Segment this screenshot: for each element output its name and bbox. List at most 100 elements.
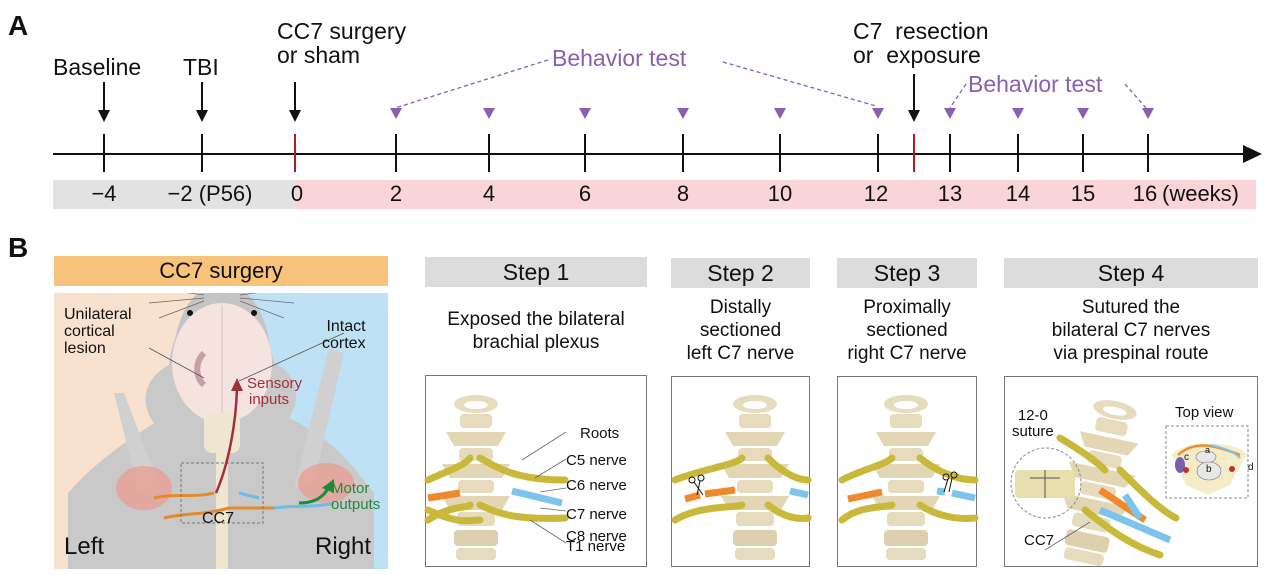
c6-nerve-label: C6 nerve xyxy=(566,477,627,494)
top-view-letter-c: c xyxy=(1184,452,1189,463)
eye-left xyxy=(187,310,193,316)
lesion-label-line: lesion xyxy=(64,340,106,357)
sensory-inputs-label: Sensory inputs xyxy=(247,376,302,408)
sensory-arrow-icon xyxy=(214,387,239,494)
left-side-label: Left xyxy=(64,533,105,560)
panel-b-letter: B xyxy=(8,232,29,263)
top-view-label: Top view xyxy=(1175,404,1234,421)
intact-cortex-label: Intact cortex xyxy=(322,318,366,352)
behavior-test-label-2: Behavior test xyxy=(968,71,1103,97)
desc-line: bilateral C7 nerves xyxy=(1051,320,1211,341)
post-surgery-band xyxy=(296,180,1256,209)
behavior-marker-icon xyxy=(579,108,591,119)
step-1-desc: Exposed the bilateral brachial plexus xyxy=(425,308,647,354)
tick-label: 8 xyxy=(676,181,690,206)
step-2-image xyxy=(671,376,810,567)
left-muscle xyxy=(116,466,172,510)
desc-line: Proximally xyxy=(863,297,951,318)
timeline-ticks xyxy=(103,134,1149,172)
behavior-marker-icon xyxy=(677,108,689,119)
tick-label: 13 xyxy=(937,181,963,206)
eye-right xyxy=(251,310,257,316)
behavior-marker-icon xyxy=(872,108,884,119)
lesion-label: Unilateral cortical lesion xyxy=(64,306,132,357)
event-arrows xyxy=(98,74,920,122)
sensory-label-line: Sensory xyxy=(247,375,303,392)
lesion-label-line: cortical xyxy=(64,323,115,340)
behavior-marker-icon xyxy=(774,108,786,119)
behavior-pointers xyxy=(394,59,1147,109)
desc-line: brachial plexus xyxy=(472,332,600,353)
suture-label: 12-0 suture xyxy=(1012,408,1054,440)
intact-label-line: Intact xyxy=(326,318,366,335)
desc-line: sectioned xyxy=(699,320,782,341)
right-muscle xyxy=(298,463,354,503)
t1-nerve-label-text: T1 nerve xyxy=(566,538,626,555)
step-4-header: Step 4 xyxy=(1004,258,1258,288)
cc7-box xyxy=(180,462,264,524)
cortical-lesion xyxy=(194,350,207,388)
c5-nerve-label: C5 nerve xyxy=(566,452,627,469)
behavior-marker-icon xyxy=(390,108,402,119)
suture-label-line: 12-0 xyxy=(1017,407,1048,424)
behavior-markers xyxy=(390,108,1154,119)
tick-label: 0 xyxy=(290,181,304,206)
intact-label-line: cortex xyxy=(322,335,366,352)
step-3-desc: Proximally sectioned right C7 nerve xyxy=(830,296,984,365)
timeline-svg xyxy=(53,59,1262,172)
step-2-header: Step 2 xyxy=(671,258,810,288)
desc-line: Exposed the bilateral xyxy=(447,309,625,330)
event-c7-label-2: or exposure xyxy=(853,42,981,68)
top-view-letter-b: b xyxy=(1206,464,1212,475)
event-cc7-label-2: or sham xyxy=(277,42,361,68)
top-view-letter-d: d xyxy=(1248,462,1254,473)
desc-line: sectioned xyxy=(866,320,948,341)
baseline-band xyxy=(53,180,296,209)
tick-label: 16 xyxy=(1132,181,1158,206)
behavior-marker-icon xyxy=(1012,108,1024,119)
roots-label: Roots xyxy=(580,425,620,442)
tick-label: 4 xyxy=(482,181,496,206)
weeks-unit-label: (weeks) xyxy=(1162,181,1240,206)
step-3-header: Step 3 xyxy=(837,258,977,288)
desc-line: right C7 nerve xyxy=(847,343,967,364)
event-baseline-label: Baseline xyxy=(53,54,142,80)
motor-outputs-label: Motor outputs xyxy=(331,481,380,513)
desc-line: Distally xyxy=(709,297,772,318)
step-2-desc: Distally sectioned left C7 nerve xyxy=(665,296,816,365)
tick-label: 15 xyxy=(1070,181,1096,206)
c7-nerve-label: C7 nerve xyxy=(566,506,627,523)
lesion-label-line: Unilateral xyxy=(64,306,132,323)
desc-line: Sutured the xyxy=(1081,297,1181,318)
step-1-header: Step 1 xyxy=(425,257,647,287)
tick-label: 12 xyxy=(863,181,889,206)
c8-nerve-label: C8 nerve xyxy=(566,528,627,545)
desc-line: via prespinal route xyxy=(1053,343,1209,364)
motor-label-line: outputs xyxy=(331,496,381,513)
mouse-illustration xyxy=(68,293,374,569)
sensory-label-line: inputs xyxy=(249,391,290,408)
behavior-marker-icon xyxy=(1077,108,1089,119)
cc7-surgery-title: CC7 surgery xyxy=(54,256,388,286)
suture-label-line: suture xyxy=(1012,423,1054,440)
tick-label: 14 xyxy=(1005,181,1031,206)
cc7-step4-label: CC7 xyxy=(1024,532,1055,549)
tick-label: 10 xyxy=(767,181,793,206)
behavior-marker-icon xyxy=(1142,108,1154,119)
tick-label: −4 xyxy=(91,181,117,206)
timeline-arrow-icon xyxy=(1243,145,1262,163)
event-tbi-label: TBI xyxy=(183,54,219,80)
top-view-letter-a: a xyxy=(1205,445,1211,455)
motor-label-line: Motor xyxy=(331,480,370,497)
panel-a-letter: A xyxy=(8,10,29,41)
tick-label: 6 xyxy=(578,181,592,206)
step-4-desc: Sutured the bilateral C7 nerves via pres… xyxy=(1004,296,1258,365)
behavior-marker-icon xyxy=(483,108,495,119)
tick-label: −2 (P56) xyxy=(167,181,253,206)
event-c7-label-1: C7 resection xyxy=(853,18,989,44)
behavior-marker-icon xyxy=(944,108,956,119)
desc-line: left C7 nerve xyxy=(686,343,795,364)
event-cc7-label-1: CC7 surgery xyxy=(277,18,407,44)
cc7-box-label: CC7 xyxy=(202,510,235,527)
whiskers xyxy=(148,293,295,319)
